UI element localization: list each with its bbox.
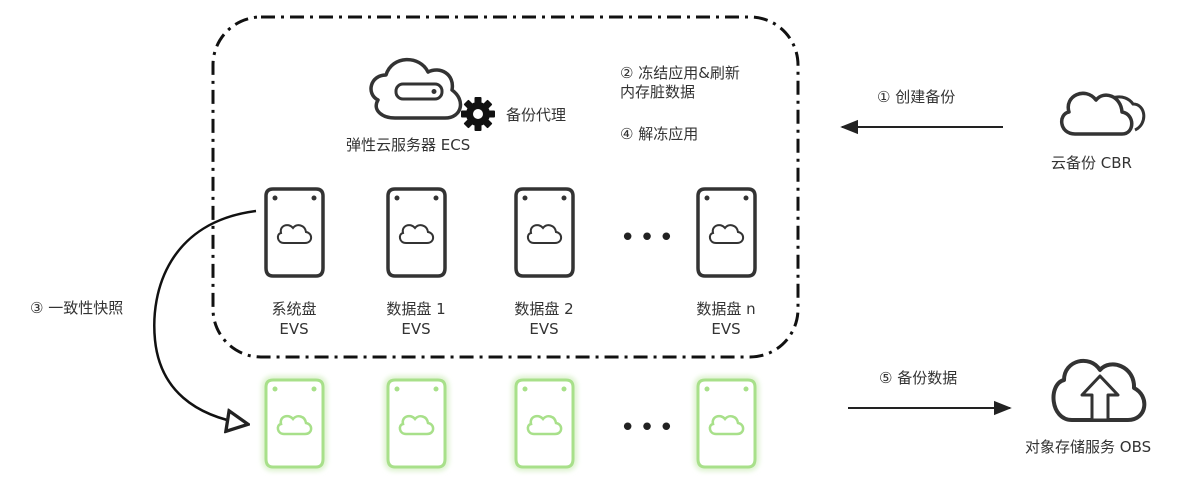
disk-name-system: 系统盘 bbox=[271, 300, 317, 318]
evs-disk-icon-data-2 bbox=[514, 187, 575, 278]
step2-label-line2: 内存脏数据 bbox=[620, 83, 696, 101]
snapshot-disk-icon-3 bbox=[511, 375, 578, 472]
snapshot-disk-icon-1 bbox=[261, 375, 328, 472]
step5-label: ⑤ 备份数据 bbox=[879, 369, 958, 387]
snapshot-arrow bbox=[153, 209, 257, 424]
ecs-boundary bbox=[211, 15, 800, 359]
evs-disk-icon-data-n bbox=[696, 187, 757, 278]
step1-label: ① 创建备份 bbox=[877, 88, 956, 106]
obs-label: 对象存储服务 OBS bbox=[1025, 438, 1152, 456]
step4-label: ④ 解冻应用 bbox=[620, 125, 699, 143]
step2-label-line1: ② 冻结应用&刷新 bbox=[620, 64, 740, 82]
disk-type-system: EVS bbox=[279, 320, 309, 338]
disk-name-data-2: 数据盘 2 bbox=[514, 300, 574, 318]
ecs-label: 弹性云服务器 ECS bbox=[346, 136, 471, 154]
snapshot-disk-icon-2 bbox=[383, 375, 450, 472]
cbr-cloud-icon bbox=[1060, 91, 1146, 136]
disk-type-data-2: EVS bbox=[529, 320, 559, 338]
backup-agent-label: 备份代理 bbox=[506, 106, 567, 124]
disk-name-data-1: 数据盘 1 bbox=[386, 300, 446, 318]
disk-type-data-1: EVS bbox=[401, 320, 431, 338]
disk-name-data-n: 数据盘 n bbox=[696, 300, 756, 318]
disk-type-data-n: EVS bbox=[711, 320, 741, 338]
evs-disk-icon-system bbox=[264, 187, 325, 278]
cbr-label: 云备份 CBR bbox=[1051, 154, 1132, 172]
gear-icon bbox=[461, 97, 495, 131]
ecs-server-icon bbox=[369, 57, 463, 120]
snapshot-ellipsis: ••• bbox=[620, 413, 679, 443]
disk-ellipsis: ••• bbox=[620, 223, 679, 253]
evs-disk-icon-data-1 bbox=[386, 187, 447, 278]
step3-label: ③ 一致性快照 bbox=[30, 299, 124, 317]
obs-cloud-upload-icon bbox=[1051, 359, 1147, 422]
snapshot-disk-icon-n bbox=[693, 375, 760, 472]
